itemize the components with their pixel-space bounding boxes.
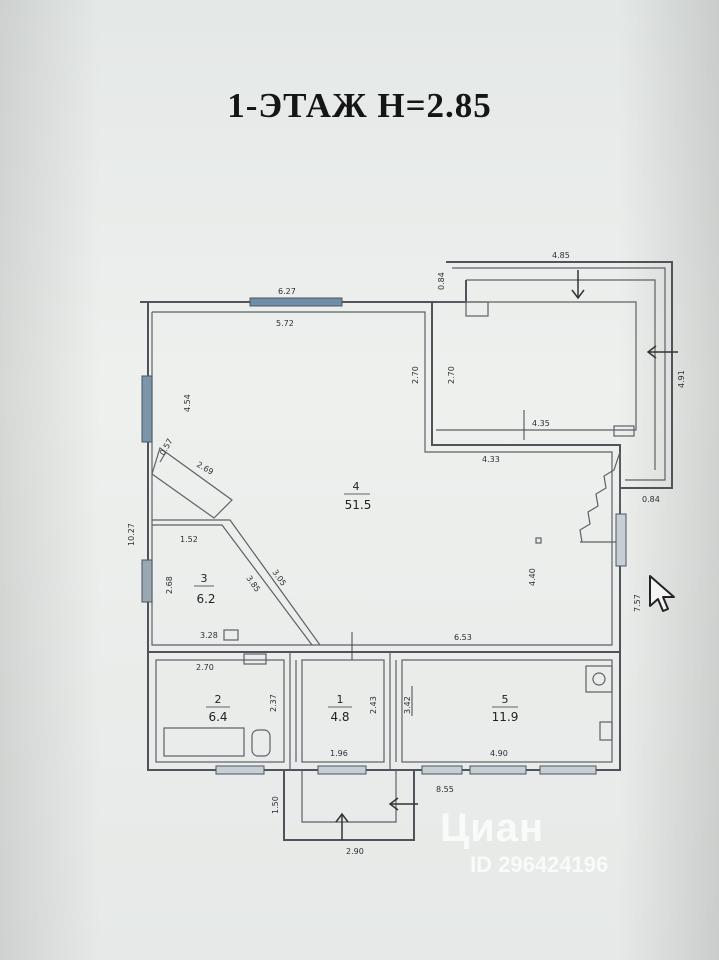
floor-title: 1-ЭТАЖ H=2.85 — [227, 86, 492, 125]
dim-upper-room: 4.35 — [532, 419, 550, 428]
dim-terrace-top: 4.85 — [552, 251, 570, 260]
dim-upper-room-b: 4.33 — [482, 455, 500, 464]
dim-right-side: 7.57 — [633, 594, 642, 612]
dim-diag-a: 0.57 — [158, 437, 175, 457]
dim-stair-width: 4.40 — [528, 568, 537, 586]
cian-logo-icon: Циан — [440, 806, 545, 850]
dim-room2-height: 2.37 — [269, 694, 278, 712]
sink-icon — [243, 653, 267, 665]
dim-room1-h1: 2.43 — [369, 696, 378, 714]
dim-terrace-wall: 0.84 — [437, 272, 446, 290]
dim-diag-b: 2.69 — [195, 460, 215, 477]
dim-room3-height: 2.68 — [165, 576, 174, 594]
listing-id: ID 296424196 — [470, 852, 609, 877]
dim-top-outer: 6.27 — [278, 287, 296, 296]
dim-room3-bottom: 3.28 — [200, 631, 218, 640]
room-2-number: 2 — [215, 693, 222, 706]
dim-terrace-side: 4.91 — [677, 370, 686, 388]
stove-icon — [585, 665, 613, 693]
dim-mid-wall-b: 2.70 — [447, 366, 456, 384]
dim-porch-total: 8.55 — [436, 785, 454, 794]
room-1-area: 4.8 — [330, 710, 349, 724]
room-3-area: 6.2 — [196, 592, 215, 606]
dim-diag-c: 3.05 — [270, 568, 288, 588]
room-2-area: 6.4 — [208, 710, 227, 724]
dim-top-inner: 5.72 — [276, 319, 294, 328]
room-1-number: 1 — [337, 693, 344, 706]
dim-porch-width: 2.90 — [346, 847, 364, 856]
dim-terrace-bottom: 0.84 — [642, 495, 660, 504]
appliance-icon — [599, 721, 613, 741]
room-5-area: 11.9 — [492, 710, 519, 724]
dim-bottom-hall: 6.53 — [454, 633, 472, 642]
dim-diag-d: 3.85 — [244, 574, 262, 594]
dim-porch-side: 1.50 — [271, 796, 280, 814]
room-4-area: 51.5 — [345, 498, 372, 512]
room-4-number: 4 — [353, 480, 360, 493]
entrance-arrows — [335, 270, 678, 840]
room-labels: 4 51.5 3 6.2 2 6.4 1 4.8 5 11.9 — [194, 480, 518, 724]
fixtures — [163, 537, 613, 757]
dim-left-upper: 4.54 — [183, 394, 192, 412]
dim-mid-wall-a: 2.70 — [411, 366, 420, 384]
bathtub-icon — [163, 727, 245, 757]
room-3-number: 3 — [201, 572, 208, 585]
toilet-icon — [251, 729, 271, 757]
dim-room2-width: 2.70 — [196, 663, 214, 672]
watermark: Циан ID 296424196 — [440, 808, 608, 878]
dim-room5-width: 4.90 — [490, 749, 508, 758]
dimension-labels: 6.27 5.72 4.54 10.27 2.70 2.70 4.85 0.84… — [127, 251, 686, 856]
room-5-number: 5 — [502, 693, 509, 706]
windows — [141, 297, 627, 775]
dim-room1-width: 1.96 — [330, 749, 348, 758]
outer-walls — [140, 261, 673, 841]
dim-left-total: 10.27 — [127, 523, 136, 546]
dim-room1-h2: 3.42 — [403, 696, 412, 714]
dim-room3-width: 1.52 — [180, 535, 198, 544]
cursor-arrow-icon — [648, 574, 678, 619]
